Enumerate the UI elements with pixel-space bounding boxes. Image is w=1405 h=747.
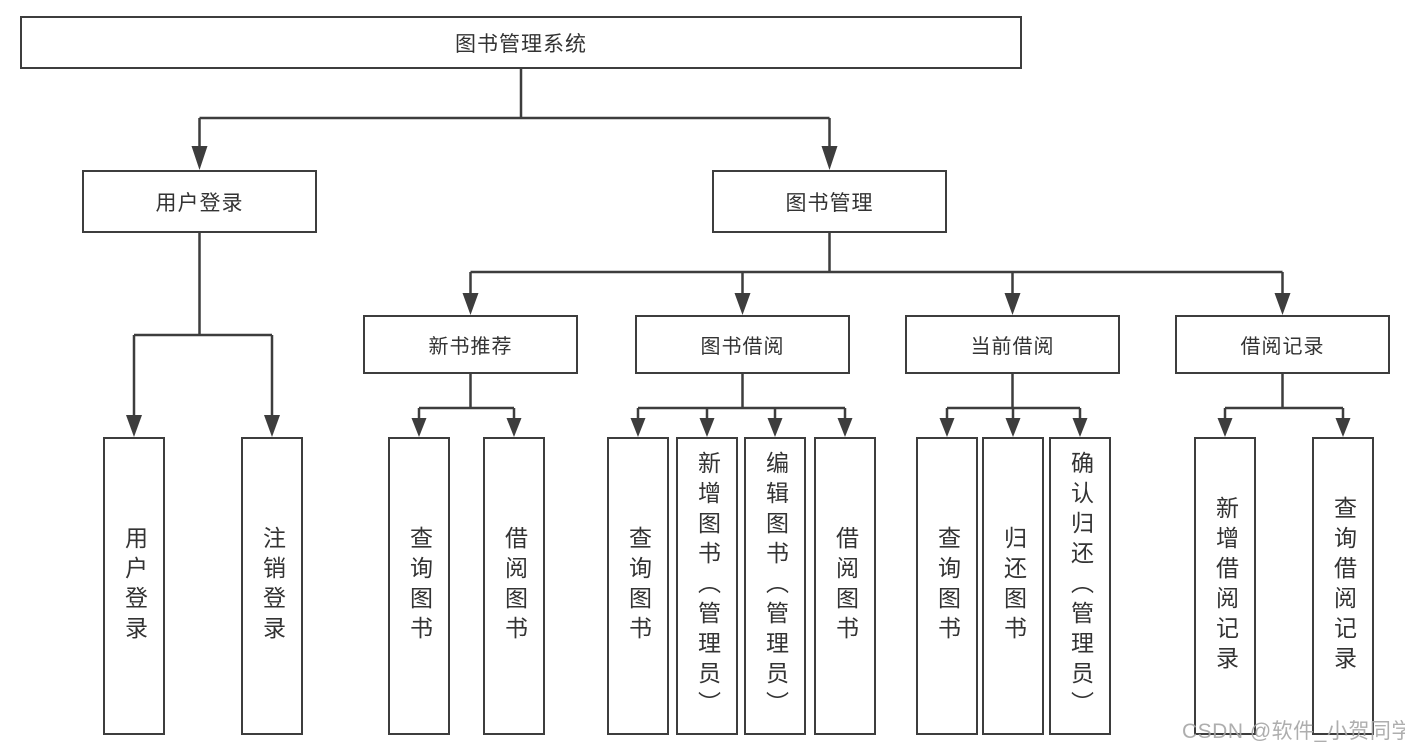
node-user-login: 用户登录	[82, 170, 317, 233]
node-library-system-label: 图书管理系统	[455, 32, 587, 56]
node-current-borrowing-label: 当前借阅	[970, 336, 1055, 358]
node-new-book-recommend-label: 新书推荐	[428, 336, 513, 358]
leaf-logout: 注销登录	[241, 437, 303, 735]
arrowhead-icons	[126, 146, 1351, 437]
leaf-query-books-newbooks-label: 查询图书	[406, 526, 433, 646]
leaf-query-borrow-record-label: 查询借阅记录	[1330, 496, 1357, 676]
leaf-query-books-borrow: 查询图书	[607, 437, 669, 735]
node-new-book-recommend: 新书推荐	[363, 315, 578, 374]
node-borrowing-records: 借阅记录	[1175, 315, 1390, 374]
leaf-add-book-admin-label: 新增图书（管理员）	[694, 451, 721, 721]
leaf-borrow-books: 借阅图书	[814, 437, 876, 735]
leaf-borrow-books-newbooks-label: 借阅图书	[501, 526, 528, 646]
leaf-borrow-books-label: 借阅图书	[832, 526, 859, 646]
node-book-management-label: 图书管理	[785, 191, 874, 215]
node-book-borrowing: 图书借阅	[635, 315, 850, 374]
leaf-logout-label: 注销登录	[259, 526, 286, 646]
leaf-edit-book-admin-label: 编辑图书（管理员）	[762, 451, 789, 721]
leaf-return-books: 归还图书	[982, 437, 1044, 735]
leaf-borrow-books-newbooks: 借阅图书	[483, 437, 545, 735]
leaf-query-books-current: 查询图书	[916, 437, 978, 735]
leaf-add-borrow-record: 新增借阅记录	[1194, 437, 1256, 735]
node-user-login-label: 用户登录	[155, 191, 244, 215]
leaf-query-borrow-record: 查询借阅记录	[1312, 437, 1374, 735]
leaf-add-book-admin: 新增图书（管理员）	[676, 437, 738, 735]
leaf-query-books-current-label: 查询图书	[934, 526, 961, 646]
leaf-query-books-borrow-label: 查询图书	[625, 526, 652, 646]
node-borrowing-records-label: 借阅记录	[1240, 336, 1325, 358]
node-library-system: 图书管理系统	[20, 16, 1022, 69]
node-book-borrowing-label: 图书借阅	[700, 336, 785, 358]
leaf-confirm-return-admin: 确认归还（管理员）	[1049, 437, 1111, 735]
node-book-management: 图书管理	[712, 170, 947, 233]
watermark: CSDN @软件_小贺同学	[1182, 720, 1405, 743]
leaf-confirm-return-admin-label: 确认归还（管理员）	[1067, 451, 1094, 721]
leaf-user-login: 用户登录	[103, 437, 165, 735]
leaf-edit-book-admin: 编辑图书（管理员）	[744, 437, 806, 735]
leaf-add-borrow-record-label: 新增借阅记录	[1212, 496, 1239, 676]
leaf-user-login-label: 用户登录	[121, 526, 148, 646]
node-current-borrowing: 当前借阅	[905, 315, 1120, 374]
connector-lines	[132, 68, 1345, 421]
leaf-query-books-newbooks: 查询图书	[388, 437, 450, 735]
leaf-return-books-label: 归还图书	[1000, 526, 1027, 646]
